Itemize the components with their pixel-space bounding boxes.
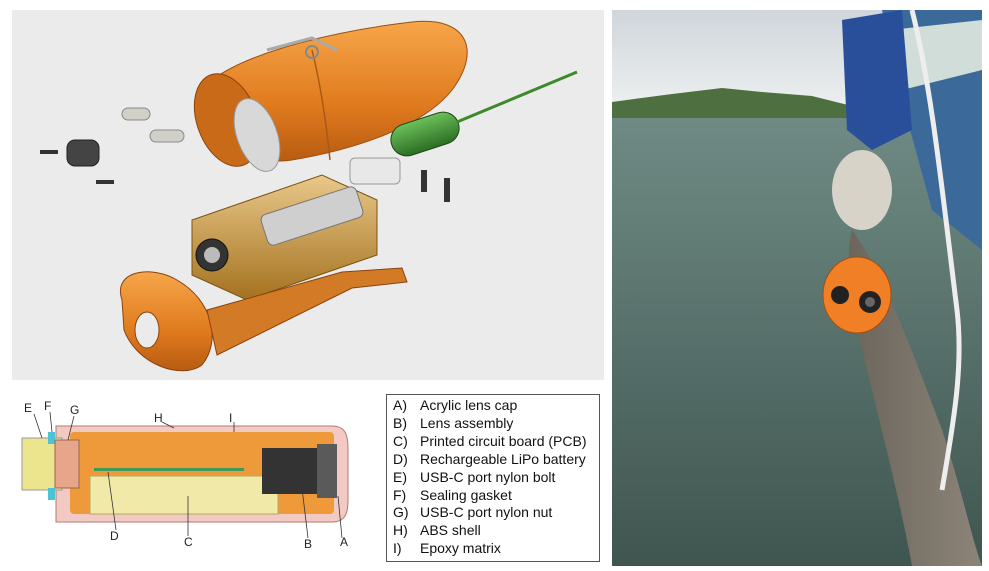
label-d: D [110, 529, 119, 543]
cross-section-diagram: E F G H I D C B A [12, 388, 374, 566]
boat-net [890, 20, 982, 90]
label-a: A [340, 535, 348, 549]
legend-item: I)Epoxy matrix [393, 540, 501, 557]
gloved-hand [832, 150, 892, 230]
label-e: E [24, 401, 32, 415]
electronics-block [191, 174, 378, 301]
acrylic-lens-cap [317, 444, 337, 498]
label-c: C [184, 535, 193, 549]
label-b: B [304, 537, 312, 551]
legend-item: G)USB-C port nylon nut [393, 504, 553, 521]
lipo-battery [94, 468, 244, 471]
pcb [89, 475, 279, 515]
legend-item: B)Lens assembly [393, 414, 514, 431]
sealing-gasket [48, 432, 55, 444]
legend-item: E)USB-C port nylon bolt [393, 468, 556, 485]
usb-c-bolt-part [349, 157, 401, 185]
label-h: H [154, 411, 163, 425]
camera-tag-on-shark [822, 256, 892, 334]
legend-item: H)ABS shell [393, 522, 481, 539]
screw-part [444, 178, 450, 202]
rope [909, 10, 962, 491]
usb-c-nylon-nut [54, 439, 80, 489]
exploded-view-render [12, 10, 604, 380]
legend-item: D)Rechargeable LiPo battery [393, 450, 586, 467]
person-arm [842, 10, 912, 150]
lens-cap-frame [119, 267, 408, 372]
screw-part [421, 170, 427, 192]
antenna-battery-part [390, 70, 578, 157]
parts-legend: A)Acrylic lens cap B)Lens assembly C)Pri… [386, 394, 600, 562]
abs-shell-part [193, 20, 468, 172]
legend-item: C)Printed circuit board (PCB) [393, 432, 587, 449]
legend-item: F)Sealing gasket [393, 486, 512, 503]
label-g: G [70, 403, 79, 417]
legend-item: A)Acrylic lens cap [393, 397, 518, 413]
connector-pins [40, 107, 185, 184]
sealing-gasket [48, 488, 55, 500]
field-photo [612, 10, 982, 566]
label-i: I [229, 411, 232, 425]
label-f: F [44, 399, 51, 413]
